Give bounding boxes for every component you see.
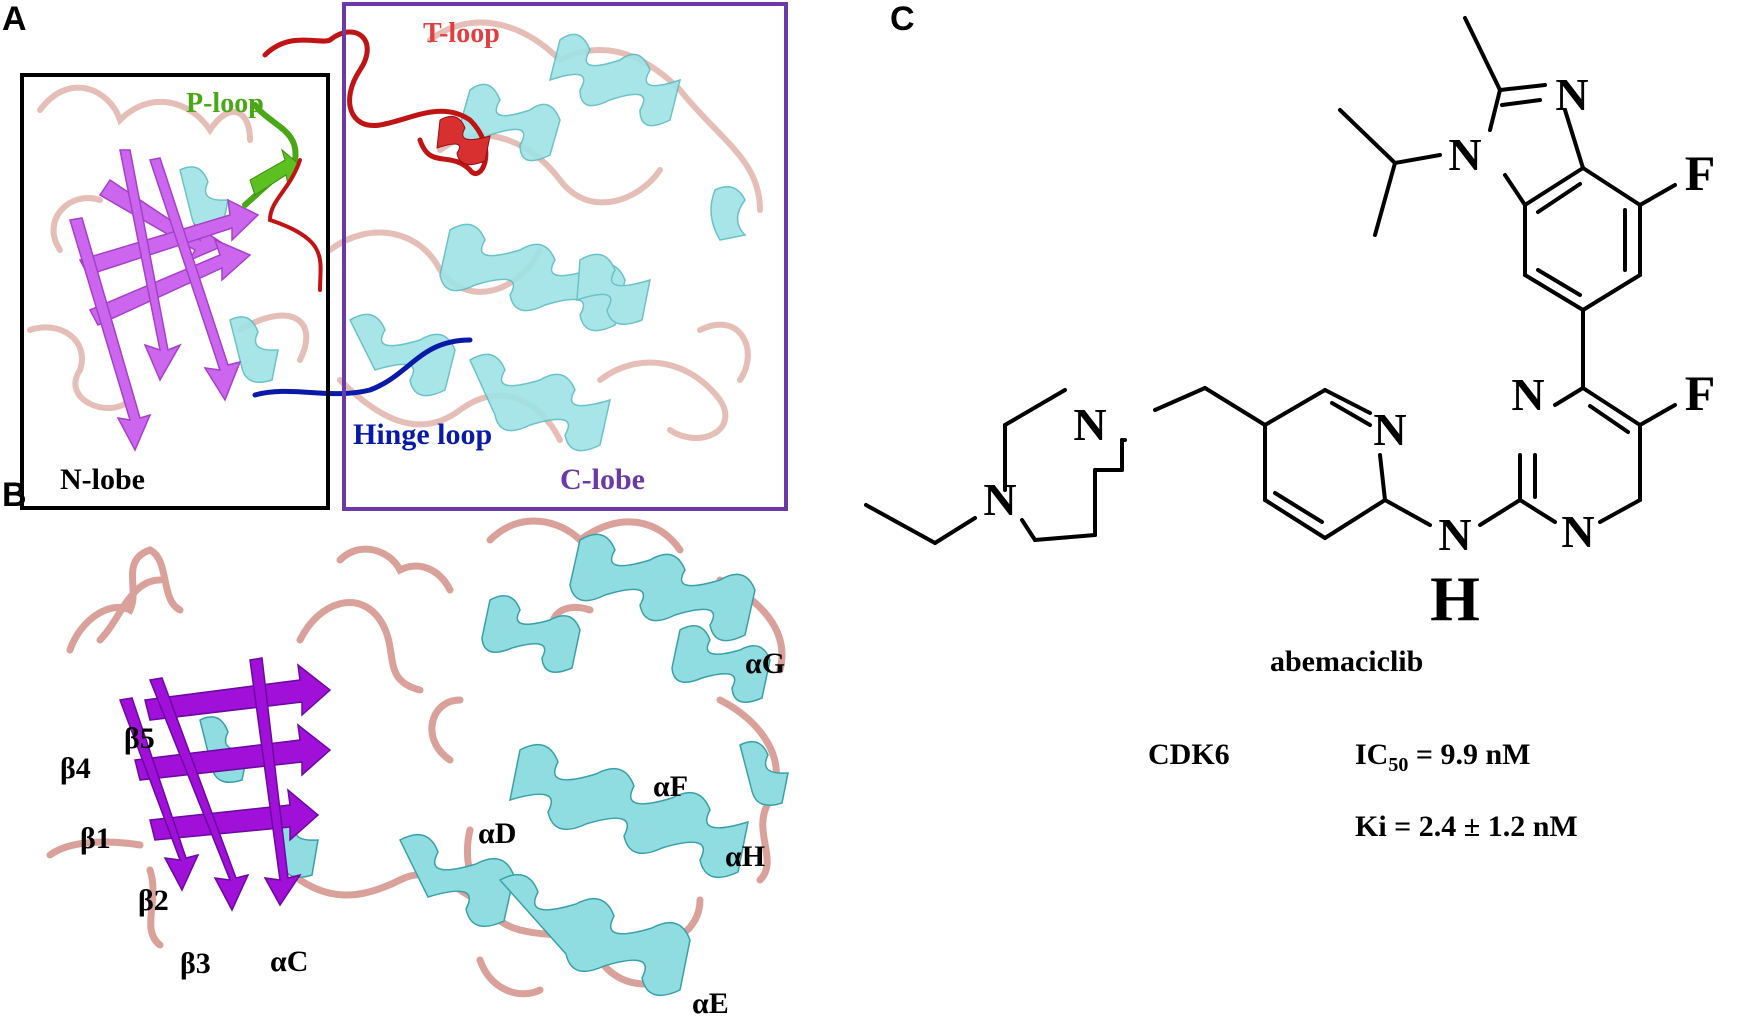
t-loop-descending bbox=[267, 158, 323, 292]
panel-b-beta-sheet bbox=[118, 657, 332, 912]
p-loop-label: P-loop bbox=[186, 88, 264, 119]
atom-n-pyrimidine-2: N bbox=[1561, 506, 1594, 557]
alpha-h-label: αH bbox=[725, 840, 766, 873]
alpha-f-label: αF bbox=[653, 770, 689, 803]
c-lobe-box bbox=[342, 2, 788, 511]
ic50-text: = 9.9 nM bbox=[1408, 738, 1531, 771]
target-name: CDK6 bbox=[1148, 738, 1230, 771]
beta2-label: β2 bbox=[138, 884, 169, 917]
alpha-d-label: αD bbox=[478, 817, 517, 850]
t-loop-segment bbox=[262, 29, 489, 177]
panel-a-beta-sheet bbox=[69, 149, 260, 452]
compound-name: abemaciclib bbox=[1270, 645, 1424, 678]
n-lobe-label: N-lobe bbox=[60, 463, 145, 496]
atom-n-piperazine-1: N bbox=[1073, 399, 1106, 450]
atom-n-pyrimidine-1: N bbox=[1511, 369, 1544, 420]
atom-h-amine: H bbox=[1430, 563, 1480, 634]
alpha-c-label: αC bbox=[270, 945, 309, 978]
t-loop-helix bbox=[436, 115, 491, 166]
hinge-loop-segment bbox=[252, 337, 473, 398]
beta3-label: β3 bbox=[180, 947, 211, 980]
atom-n-imidazole-2: N bbox=[1448, 129, 1481, 180]
ki-value: Ki = 2.4 ± 1.2 nM bbox=[1355, 810, 1578, 843]
beta4-label: β4 bbox=[60, 752, 91, 785]
hinge-loop-label: Hinge loop bbox=[353, 418, 493, 451]
t-loop-label: T-loop bbox=[423, 18, 500, 49]
alpha-g-label: αG bbox=[745, 647, 786, 680]
panel-c-letter: C bbox=[890, 0, 915, 38]
ic50-subscript: 50 bbox=[1388, 754, 1409, 776]
panel-a-letter: A bbox=[2, 0, 27, 38]
n-lobe-box bbox=[20, 73, 330, 510]
panel-a-helices bbox=[179, 33, 747, 452]
atom-n-imidazole-1: N bbox=[1555, 69, 1588, 120]
ic50-value: IC50 = 9.9 nM bbox=[1355, 738, 1530, 777]
beta1-label: β1 bbox=[80, 822, 111, 855]
atom-f-benzene: F bbox=[1685, 145, 1716, 201]
ic50-prefix: IC bbox=[1355, 738, 1389, 771]
panel-a-coils bbox=[27, 19, 763, 443]
beta5-label: β5 bbox=[124, 722, 155, 755]
atom-n-pyridine: N bbox=[1373, 404, 1406, 455]
c-lobe-label: C-lobe bbox=[560, 463, 645, 496]
atom-f-pyrimidine: F bbox=[1685, 365, 1716, 421]
alpha-e-label: αE bbox=[692, 987, 729, 1020]
atom-n-amine: N bbox=[1438, 509, 1471, 560]
atom-n-piperazine-2: N bbox=[983, 474, 1016, 525]
p-loop-segment bbox=[242, 102, 299, 208]
